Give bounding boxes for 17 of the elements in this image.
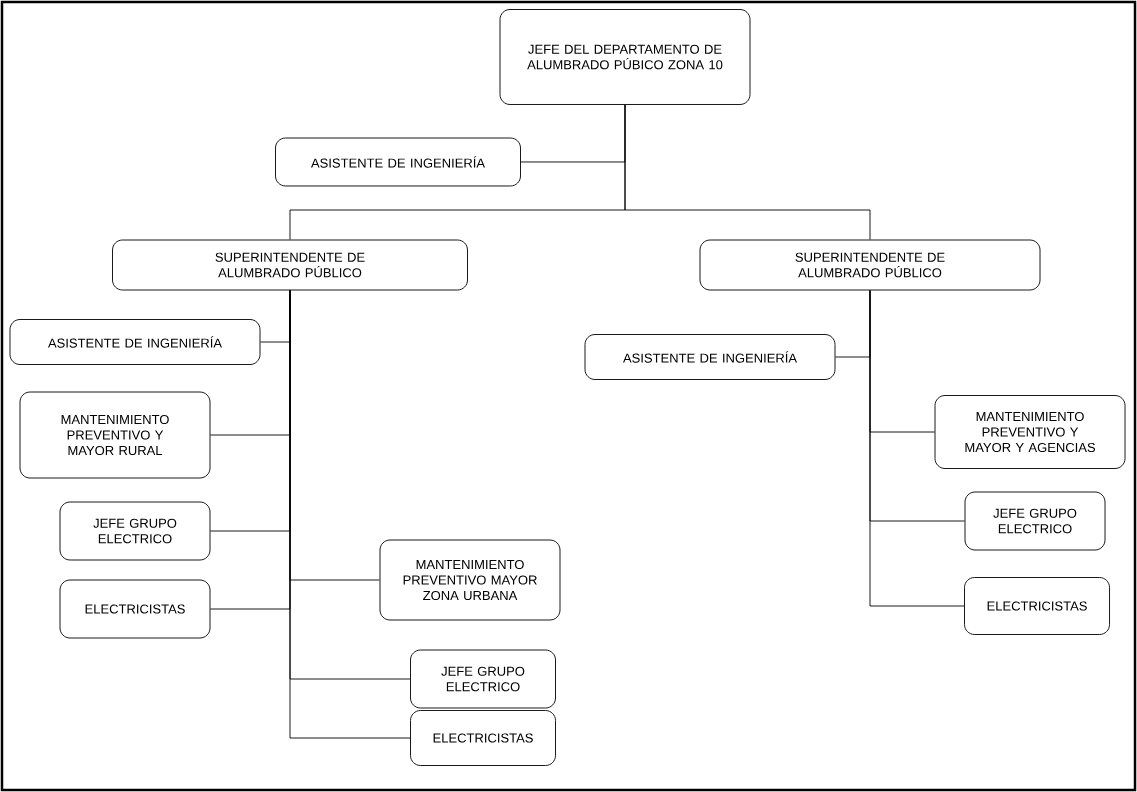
org-box: SUPERINTENDENTE DE ALUMBRADO PÚBLICO [112,239,468,291]
org-box: ELECTRICISTAS [964,577,1110,635]
org-box: JEFE DEL DEPARTAMENTO DE ALUMBRADO PÚBICO ZONA 10 [499,9,751,105]
org-box: ASISTENTE DE INGENIERÍA [275,137,521,187]
org-box: SUPERINTENDENTE DE ALUMBRADO PÚBLICO [699,239,1041,291]
connector-line [624,104,871,240]
org-box: MANTENIMIENTO PREVENTIVO Y MAYOR RURAL [19,391,211,479]
org-box: ELECTRICISTAS [410,710,556,766]
org-box: MANTENIMIENTO PREVENTIVO MAYOR ZONA URBANA [379,539,561,621]
org-box: ASISTENTE DE INGENIERÍA [9,319,261,365]
org-box: JEFE GRUPO ELECTRICO [59,501,211,561]
org-box: JEFE GRUPO ELECTRICO [964,491,1106,551]
org-box: MANTENIMIENTO PREVENTIVO Y MAYOR Y AGENCIAS [934,395,1126,469]
org-box: ASISTENTE DE INGENIERÍA [584,334,836,380]
org-box: JEFE GRUPO ELECTRICO [410,649,556,709]
org-box: ELECTRICISTAS [59,579,211,639]
connector-line [869,290,965,607]
